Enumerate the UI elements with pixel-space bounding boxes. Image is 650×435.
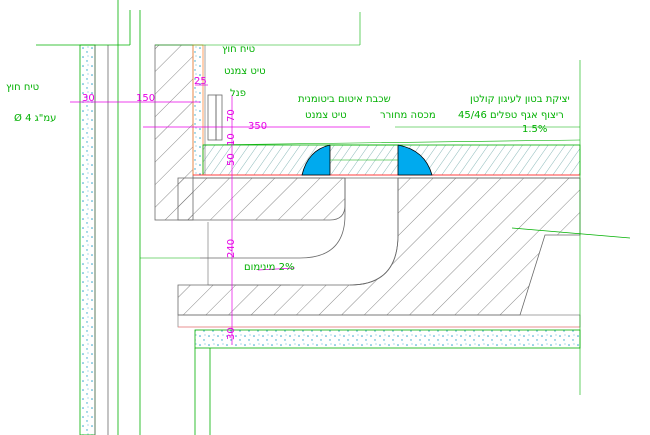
drain-pipe (140, 178, 399, 286)
label-drain-pipe: יציקת בטון לעיגון קולטן (470, 94, 570, 105)
roof-layers (193, 139, 581, 179)
label-bitumen: שכבת איטום ביטומנית (298, 94, 391, 105)
flashing-detail (207, 94, 223, 141)
label-cement-top: טיט צמנט (224, 66, 266, 77)
label-slope-pipe: 2% מינימום (244, 262, 295, 273)
dim-30-bottom: 30 (226, 327, 237, 340)
label-cement-mid: טיט צמנט (305, 110, 347, 121)
label-plaster-top: טיח חוץ (222, 44, 256, 55)
label-drain-spec: ריצוף אגף טפלים 45/46 (458, 110, 564, 121)
label-plaster-left: טיח חוץ (6, 82, 40, 93)
dim-10: 10 (226, 133, 237, 146)
drain-grate (301, 144, 433, 176)
left-wall (36, 0, 141, 435)
dim-150: 150 (136, 93, 156, 104)
dim-350: 350 (248, 121, 268, 132)
dimension-lines (70, 84, 370, 345)
dim-70: 70 (226, 109, 237, 122)
dim-240: 240 (226, 238, 237, 258)
label-anchor: עמ"ג 4 Ø (14, 113, 57, 124)
label-grate: מכסה מחורר (380, 110, 436, 121)
slope-arrow (395, 60, 631, 395)
label-slope-top: 1.5% (522, 124, 548, 135)
dim-50: 50 (226, 153, 237, 166)
concrete-slab (177, 177, 581, 435)
dim-25: 25 (194, 76, 207, 87)
dim-30-left: 30 (82, 93, 95, 104)
label-flashing: פנל (230, 88, 246, 99)
